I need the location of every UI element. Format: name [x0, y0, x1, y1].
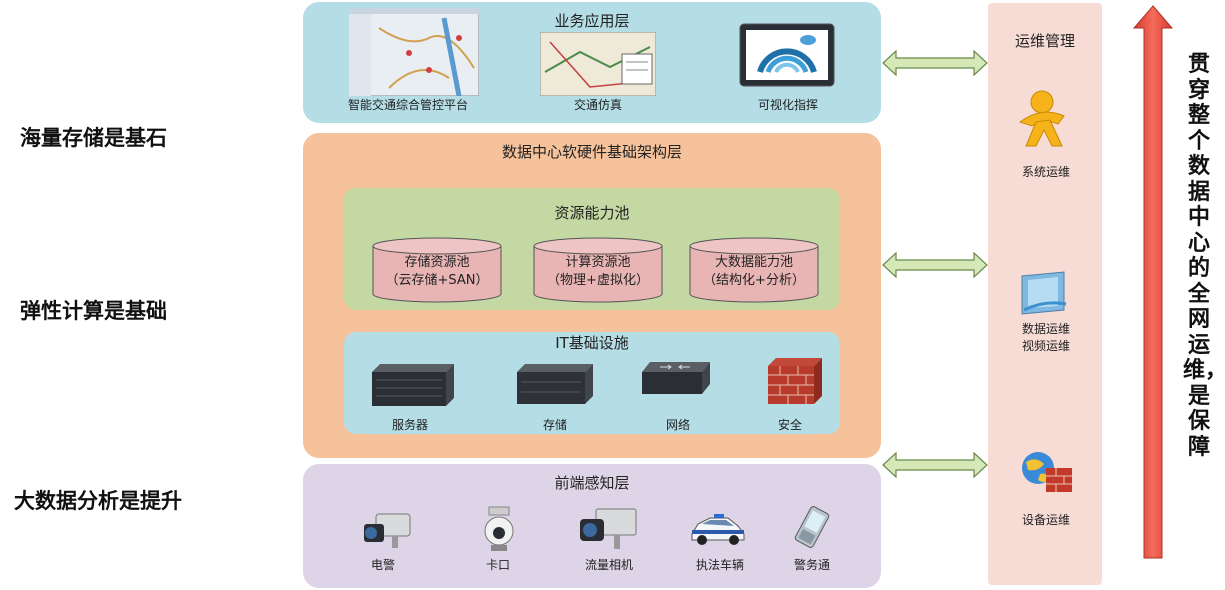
ops-item-label: 数据运维: [1021, 322, 1071, 336]
double-arrow: [882, 252, 988, 278]
app-item-label: 智能交通综合管控平台: [347, 98, 469, 112]
person-icon: [1018, 90, 1065, 147]
app-item-label: 可视化指挥: [757, 98, 819, 112]
double-arrow: [882, 452, 988, 478]
sensing-item-label: 电警: [370, 558, 396, 572]
double-arrow: [882, 50, 988, 76]
network-switch-icon: [642, 362, 710, 394]
sensing-item-label: 警务通: [793, 558, 831, 572]
storage-icon: [517, 364, 593, 404]
map-screenshot-icon: [349, 8, 479, 96]
sensing-layer-title: 前端感知层: [554, 474, 630, 492]
sensing-item-label: 卡口: [485, 558, 511, 572]
ops-item-label: 视频运维: [1021, 339, 1071, 353]
it-item-label: 网络: [665, 418, 691, 432]
cylinder-line1: 大数据能力池: [714, 255, 793, 270]
dome-camera-icon: [484, 506, 514, 551]
app-item-label: 交通仿真: [573, 98, 623, 112]
box-camera-icon: [580, 508, 637, 549]
ops-item-label: 系统运维: [1021, 165, 1071, 179]
storage-pool-cylinder: [372, 237, 502, 303]
resource-pool-title: 资源能力池: [554, 204, 630, 222]
camera-icon: [364, 513, 411, 548]
globe-firewall-icon: [1022, 452, 1072, 492]
cylinder-line2: （物理+虚拟化）: [547, 273, 649, 288]
cylinder-line1: 计算资源池: [565, 255, 631, 270]
police-car-icon: [691, 514, 745, 545]
firewall-icon: [768, 358, 822, 404]
cylinder-line1: 存储资源池: [404, 255, 470, 270]
server-icon: [372, 364, 454, 406]
it-item-label: 服务器: [391, 418, 429, 432]
left-label-storage: 海量存储是基石: [20, 126, 167, 150]
sensing-item-label: 执法车辆: [695, 558, 745, 572]
cylinder-line2: （云存储+SAN）: [385, 273, 489, 288]
left-label-compute: 弹性计算是基础: [20, 299, 167, 323]
app-layer-title: 业务应用层: [554, 12, 630, 30]
windows-icon: [1021, 271, 1067, 315]
cylinder-line2: （结构化+分析）: [703, 273, 805, 288]
infra-layer-title: 数据中心软硬件基础架构层: [501, 143, 682, 161]
handheld-icon: [794, 506, 830, 548]
it-item-label: 存储: [542, 418, 568, 432]
it-infra-title: IT基础设施: [555, 334, 629, 352]
vertical-banner-text: 贯穿整个数据中心的全网运维，是保障: [1183, 52, 1225, 460]
traffic-map-icon: [540, 32, 656, 96]
vertical-arrow: [1132, 5, 1174, 559]
it-item-label: 安全: [777, 418, 803, 432]
ops-item-label: 设备运维: [1021, 513, 1071, 527]
bigdata-pool-cylinder: [689, 237, 819, 303]
monitor-icon: [739, 23, 835, 87]
compute-pool-cylinder: [533, 237, 663, 303]
ops-panel-title: 运维管理: [1014, 32, 1075, 50]
sensing-item-label: 流量相机: [584, 558, 634, 572]
left-label-bigdata: 大数据分析是提升: [14, 489, 182, 513]
